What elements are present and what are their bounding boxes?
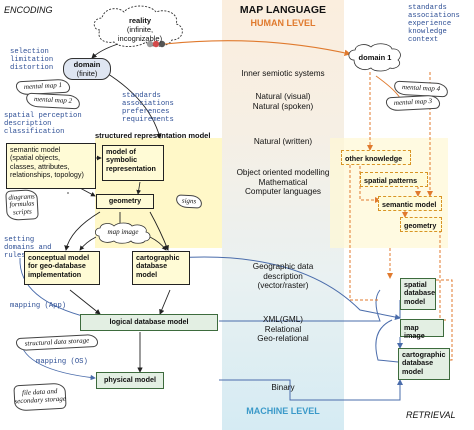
semantic-model-box: semantic model (spatial objects, classes… [6, 143, 96, 189]
human-level-header: HUMAN LEVEL [250, 18, 316, 28]
setting-domains-text: setting domains and rules [4, 236, 52, 260]
diagrams-card: diagrams formulas scripts [5, 189, 39, 221]
map-image-box-right: map image [400, 319, 444, 340]
symbolic-model-box: model of symbolic representation [102, 145, 164, 181]
mapping-os-text: mapping (OS) [36, 358, 88, 366]
mental-map-1-label: mental map 1 [23, 81, 63, 92]
mental-map-4-label: mental map 4 [401, 83, 441, 94]
geometry-box: geometry [96, 194, 154, 209]
reality-subtitle: (infinite, incognizable) [117, 25, 163, 43]
map-image-cloud-left [94, 222, 151, 244]
standards-text-right: standards associations experience knowle… [408, 4, 460, 44]
other-knowledge-box: other knowledge [341, 150, 411, 165]
encoding-header: ENCODING [4, 5, 53, 15]
domain-1-cloud [348, 43, 401, 72]
file-storage-card: file data and secondary storage [13, 382, 67, 412]
physical-model-box: physical model [96, 372, 164, 389]
signs-label: signs [181, 196, 197, 206]
machine-level-header: MACHINE LEVEL [246, 406, 320, 416]
reality-cloud: reality (infinite, incognizable) [104, 16, 176, 43]
geometry-box-right: geometry [400, 217, 442, 232]
cartographic-database-model-box-right: cartographic database model [398, 348, 450, 380]
center-geographic: Geographic data description (vector/rast… [252, 262, 314, 290]
file-storage-label: file data and secondary storage [14, 387, 67, 406]
selection-text: selection limitation distortion [10, 48, 54, 72]
logical-database-model-box: logical database model [80, 314, 218, 331]
diagrams-label: diagrams formulas scripts [8, 191, 35, 217]
structured-model-title: structured representation model [95, 131, 211, 140]
center-xml: XML(GML) Relational Geo-relational [257, 315, 309, 343]
map-language-header: MAP LANGUAGE [239, 4, 327, 16]
cartographic-model-box-left: cartographic database model [132, 251, 190, 285]
domain-1-label: domain 1 [358, 53, 392, 62]
structural-storage-label: structural data storage [24, 336, 90, 348]
domain-title: domain [73, 60, 101, 69]
spatial-database-model-box: spatial database model [400, 278, 436, 310]
center-inner-semiotic: Inner semiotic systems [241, 69, 325, 78]
mental-map-2-label: mental map 2 [33, 95, 73, 106]
map-language-band [222, 0, 344, 430]
center-natural-written: Natural (written) [253, 137, 313, 146]
reality-title: reality [128, 16, 152, 25]
map-image-label-left: map image [107, 228, 139, 236]
mental-map-3-label: mental map 3 [393, 97, 433, 108]
standards-text-left: standards associations preferences requi… [122, 92, 174, 124]
mental-map-3-card: mental map 3 [385, 94, 441, 112]
retrieval-header: RETRIEVAL [406, 410, 456, 420]
conceptual-model-label: conceptual model for geo-database implem… [28, 253, 90, 279]
semantic-model-box-right: semantic model [378, 196, 442, 211]
center-binary: Binary [271, 383, 295, 392]
mapping-app-text: mapping (App) [10, 302, 67, 310]
center-natural-visual: Natural (visual) Natural (spoken) [252, 92, 314, 111]
domain-box: domain (finite) [63, 58, 111, 80]
conceptual-model-box: conceptual model for geo-database implem… [24, 251, 100, 285]
spatial-perception-text: spatial perception description classific… [4, 112, 82, 136]
center-object-oriented: Object oriented modelling Mathematical C… [236, 168, 330, 196]
spatial-patterns-box: spatial patterns [360, 172, 428, 187]
domain-sub: (finite) [76, 68, 98, 78]
